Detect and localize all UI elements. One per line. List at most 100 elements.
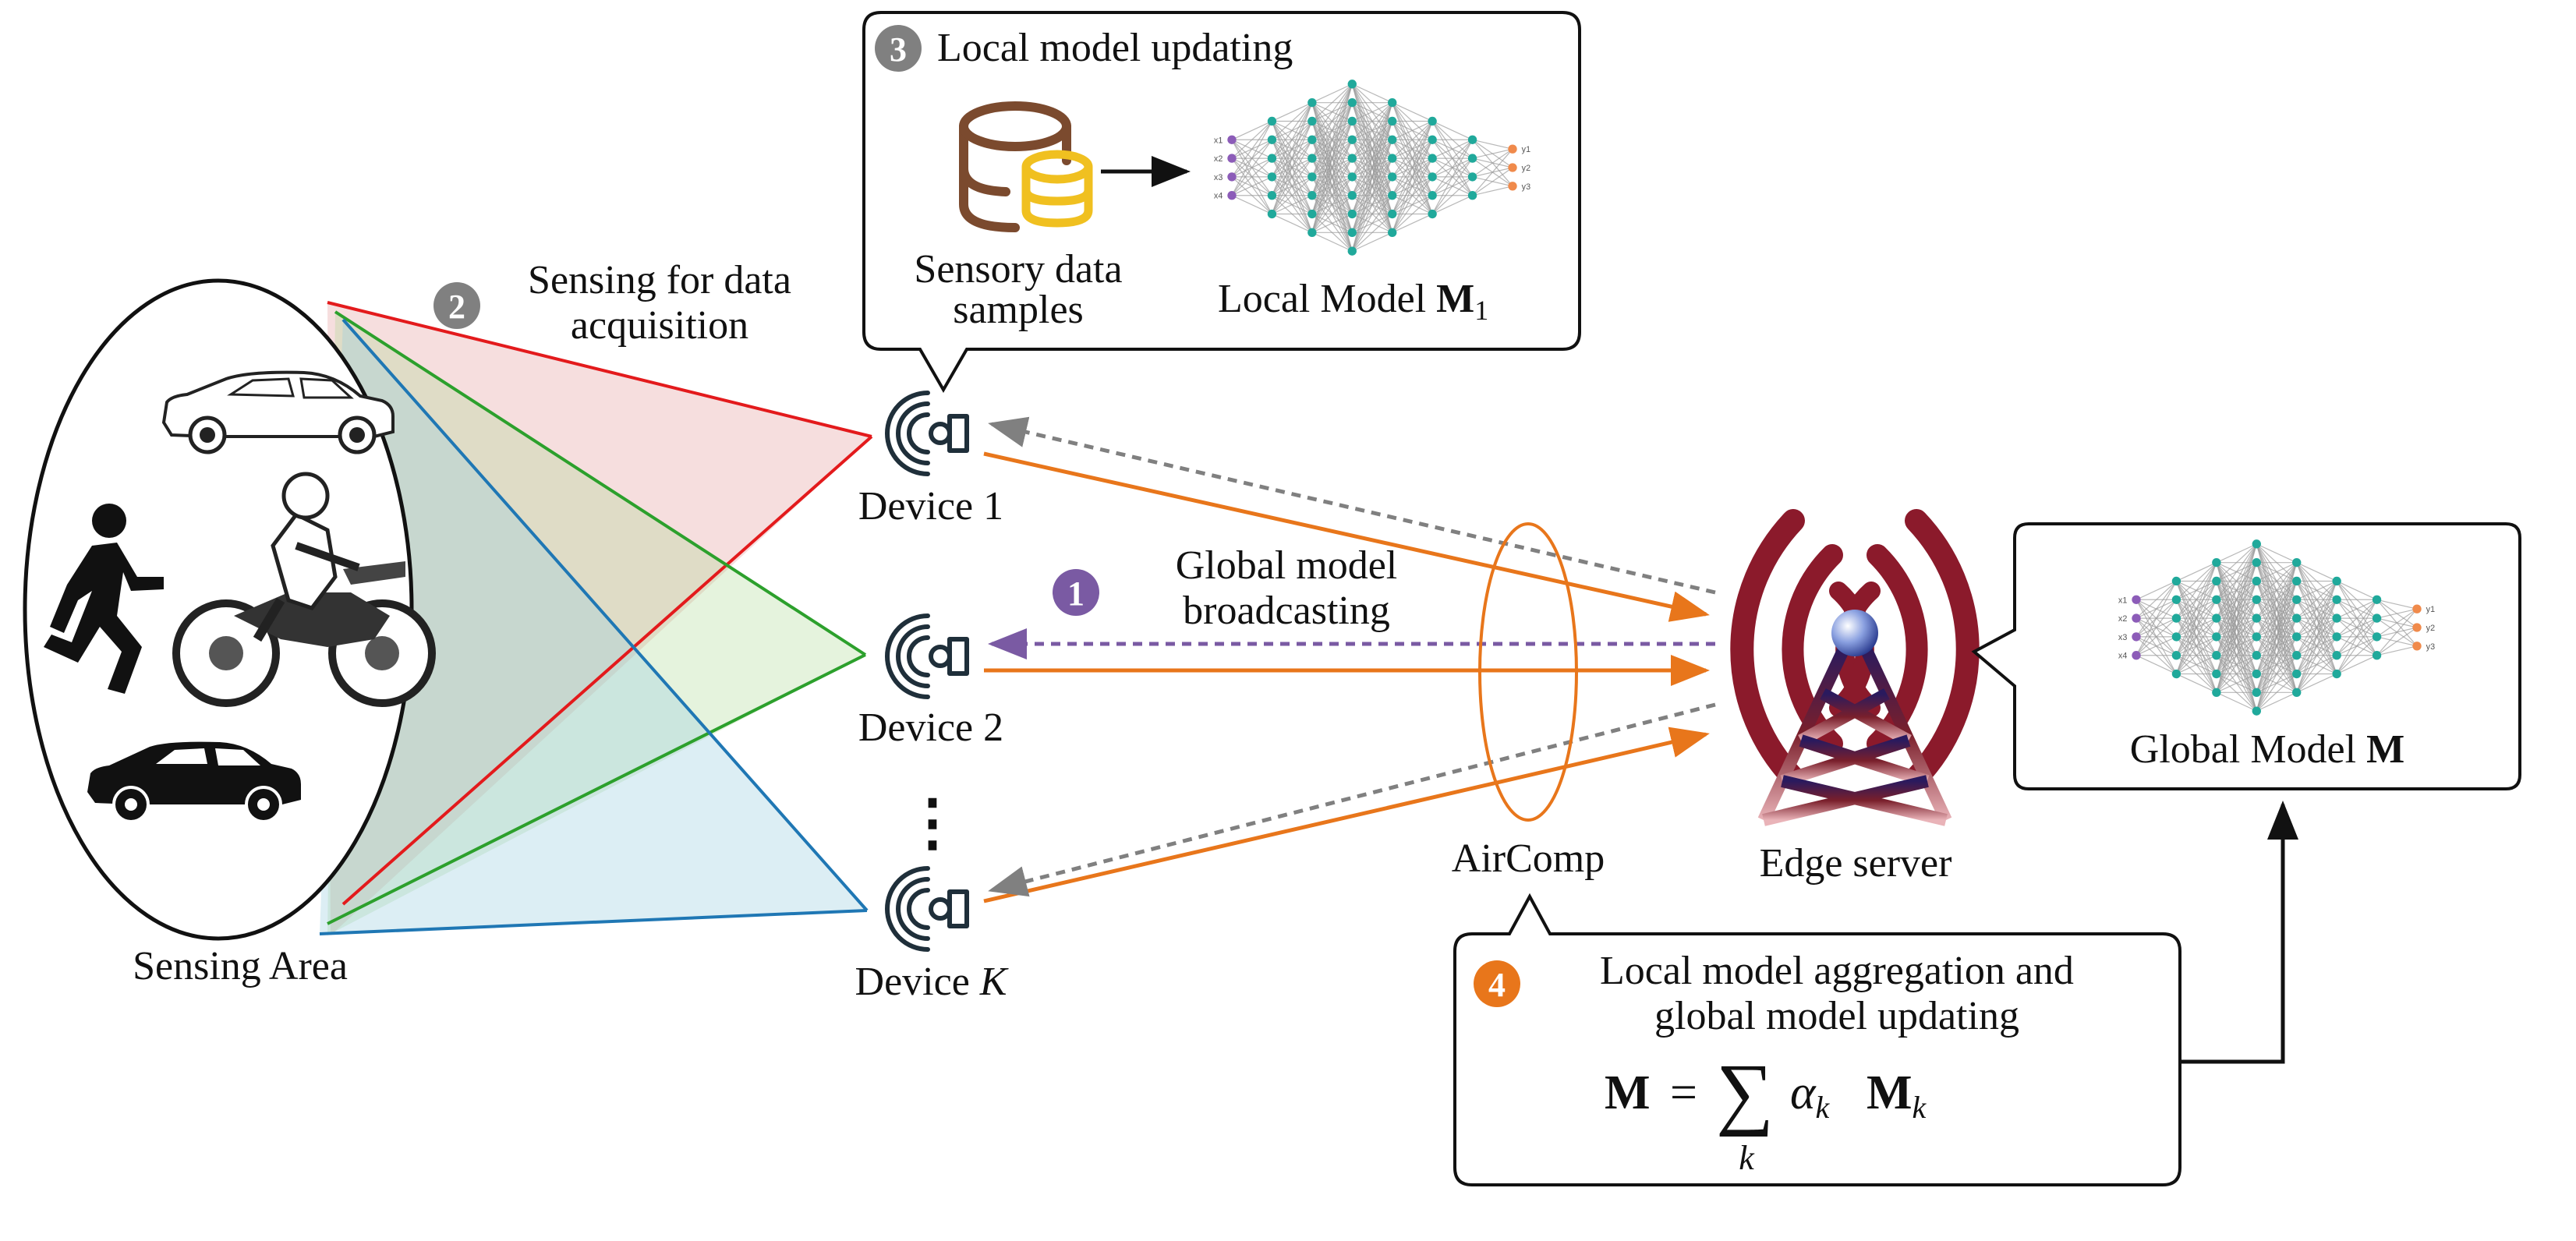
nn-node — [2332, 632, 2341, 642]
nn-node — [1227, 191, 1237, 200]
nn-node — [2372, 632, 2382, 642]
nn-node — [2212, 669, 2221, 679]
nn-node — [2332, 669, 2341, 679]
nn-node — [1428, 154, 1437, 163]
nn-node — [1307, 228, 1317, 238]
step-3-title: Local model updating — [937, 26, 1293, 70]
running-person-icon — [44, 504, 164, 694]
nn-node — [1267, 154, 1277, 163]
svg-text:2: 2 — [448, 288, 465, 326]
nn-node — [1267, 116, 1277, 126]
car-outline-icon — [161, 370, 395, 454]
step-2-text-line1: Sensing for data — [528, 258, 791, 302]
nn-input-label: x4 — [2118, 652, 2127, 661]
nn-node — [1467, 154, 1477, 163]
nn-node — [1428, 135, 1437, 144]
nn-node — [2171, 669, 2181, 679]
nn-node — [2171, 632, 2181, 642]
nn-node — [1347, 154, 1357, 163]
nn-node — [2252, 688, 2261, 698]
nn-output-label: y1 — [2426, 605, 2435, 614]
nn-node — [2212, 595, 2221, 604]
device-1-label: Device 1 — [858, 484, 1003, 529]
nn-node — [1388, 116, 1397, 126]
aircomp-ellipse — [1478, 522, 1578, 822]
nn-node — [1267, 135, 1277, 144]
nn-node — [2252, 706, 2261, 716]
nn-node — [1467, 172, 1477, 182]
nn-node — [1388, 228, 1397, 238]
uplink-device-1 — [983, 451, 1710, 622]
nn-output-label: y1 — [1522, 145, 1530, 154]
nn-node — [1307, 135, 1317, 144]
aircomp: AirComp — [1452, 522, 1605, 881]
nn-node — [1347, 116, 1357, 126]
device-ellipsis: ⋮ — [901, 789, 964, 857]
nn-node — [1307, 154, 1317, 163]
nn-node — [1388, 135, 1397, 144]
local-model-label: Local Model M1 — [1218, 277, 1488, 326]
nn-node — [1347, 209, 1357, 219]
nn-node — [1347, 80, 1357, 89]
local-model-callout: 3 Local model updating Sensory data samp… — [862, 11, 1581, 394]
nn-node — [2332, 613, 2341, 623]
nn-node — [1467, 191, 1477, 200]
nn-output-label: y2 — [1522, 164, 1530, 173]
nn-node — [2372, 651, 2382, 660]
car-filled-icon — [87, 741, 301, 823]
nn-node — [2412, 623, 2422, 632]
downlink-device-1 — [988, 416, 1716, 595]
nn-node — [1267, 209, 1277, 219]
nn-input-label: x2 — [1214, 154, 1223, 164]
aircomp-label: AirComp — [1452, 836, 1605, 881]
sensing-area: Sensing Area — [23, 278, 436, 988]
local-neural-network: x1 x2 x3 x4 y1 y2 y3 — [1214, 80, 1530, 256]
nn-node — [1307, 172, 1317, 182]
svg-text:Mk: Mk — [1867, 1066, 1927, 1125]
devices — [885, 391, 969, 952]
svg-text:4: 4 — [1488, 966, 1506, 1004]
nn-node — [2171, 613, 2181, 623]
svg-text:M: M — [1605, 1066, 1651, 1119]
device-2-label: Device 2 — [858, 705, 1003, 750]
uplink-device-k — [983, 727, 1710, 903]
nn-node — [1307, 209, 1317, 219]
aggregation-to-global-arrow — [2180, 801, 2298, 1064]
nn-node — [1227, 172, 1237, 182]
nn-input-label: x1 — [1214, 136, 1223, 145]
nn-node — [1267, 191, 1277, 200]
nn-node — [2292, 669, 2302, 679]
nn-input-label: x4 — [1214, 192, 1223, 201]
nn-node — [2171, 595, 2181, 604]
nn-node — [2132, 651, 2141, 660]
nn-node — [2252, 632, 2261, 642]
nn-input-label: x3 — [1214, 173, 1223, 182]
nn-output-label: y3 — [1522, 182, 1530, 192]
nn-node — [1428, 191, 1437, 200]
global-model-label: Global Model M — [2130, 727, 2404, 772]
samples-label-line2: samples — [953, 288, 1084, 332]
nn-node — [1267, 172, 1277, 182]
step-3-badge — [875, 25, 922, 72]
nn-input-label: x3 — [2118, 633, 2127, 642]
nn-node — [1388, 209, 1397, 219]
nn-output-label: y2 — [2426, 624, 2435, 633]
nn-output-label: y3 — [2426, 642, 2435, 652]
svg-text:k: k — [1739, 1139, 1755, 1177]
svg-text:αk: αk — [1790, 1066, 1831, 1125]
nn-node — [1227, 135, 1237, 144]
nn-node — [1347, 135, 1357, 144]
nn-node — [1307, 97, 1317, 108]
nn-node — [1508, 163, 1517, 172]
sensor-device-icon — [885, 866, 969, 952]
nn-node — [2252, 539, 2261, 549]
nn-node — [1227, 154, 1237, 163]
nn-node — [1428, 116, 1437, 126]
step-2-badge — [433, 282, 480, 329]
nn-node — [2132, 632, 2141, 642]
nn-node — [1347, 191, 1357, 200]
aggregation-callout: 4 Local model aggregation and global mod… — [1453, 893, 2181, 1186]
nn-node — [2252, 651, 2261, 660]
